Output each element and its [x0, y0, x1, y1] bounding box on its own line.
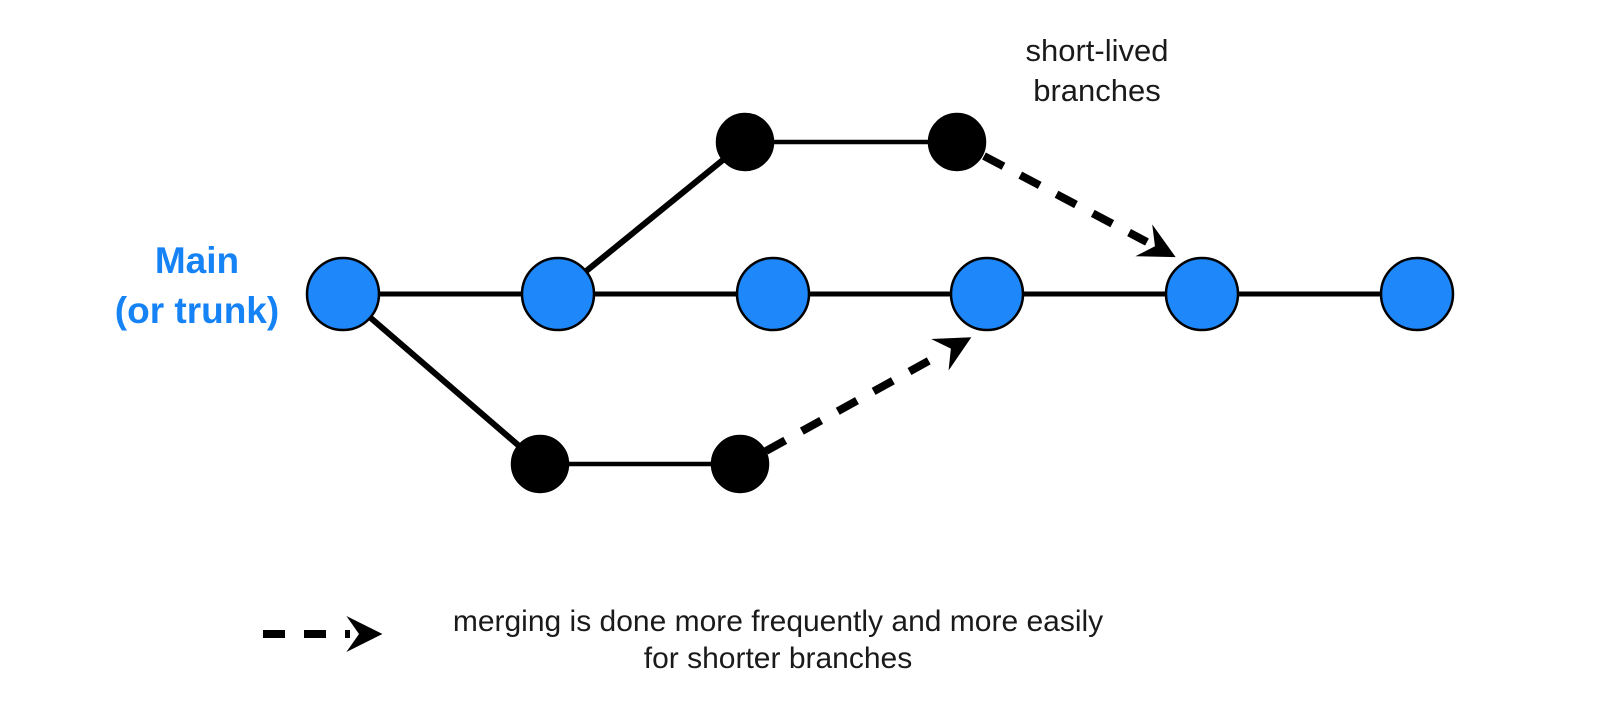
branch-down-diagonal-edge [341, 291, 542, 467]
commit-node-top-branch-1 [715, 112, 775, 172]
commit-node-main-4 [949, 256, 1025, 332]
main-branch-label: Main (or trunk) [115, 236, 279, 336]
legend-caption: merging is done more frequently and more… [453, 603, 1103, 677]
commit-node-main-1 [305, 256, 381, 332]
commit-node-main-6 [1379, 256, 1455, 332]
commit-node-main-2 [520, 256, 596, 332]
merge-arrows-layer [263, 152, 1176, 652]
commit-node-main-3 [735, 256, 811, 332]
short-lived-branches-label: short-lived branches [1026, 31, 1169, 111]
legend-caption-line1: merging is done more frequently and more… [452, 605, 1104, 638]
commit-node-bottom-branch-1 [510, 434, 570, 494]
branch-up-diagonal-edge [556, 139, 747, 297]
legend-caption-line2: for shorter branches [643, 642, 913, 675]
main-branch-label-line2: (or trunk) [114, 290, 280, 331]
short-lived-label-line2: branches [1033, 73, 1161, 108]
commit-node-bottom-branch-2 [710, 434, 770, 494]
commit-nodes-layer [305, 112, 1455, 494]
edges-layer [341, 139, 1417, 467]
commit-node-top-branch-2 [927, 112, 987, 172]
short-lived-label-line1: short-lived [1025, 33, 1169, 68]
merge-arrow-top [982, 152, 1176, 258]
commit-node-main-5 [1164, 256, 1240, 332]
main-branch-label-line1: Main [154, 240, 240, 281]
merge-arrow-bottom [764, 337, 972, 455]
